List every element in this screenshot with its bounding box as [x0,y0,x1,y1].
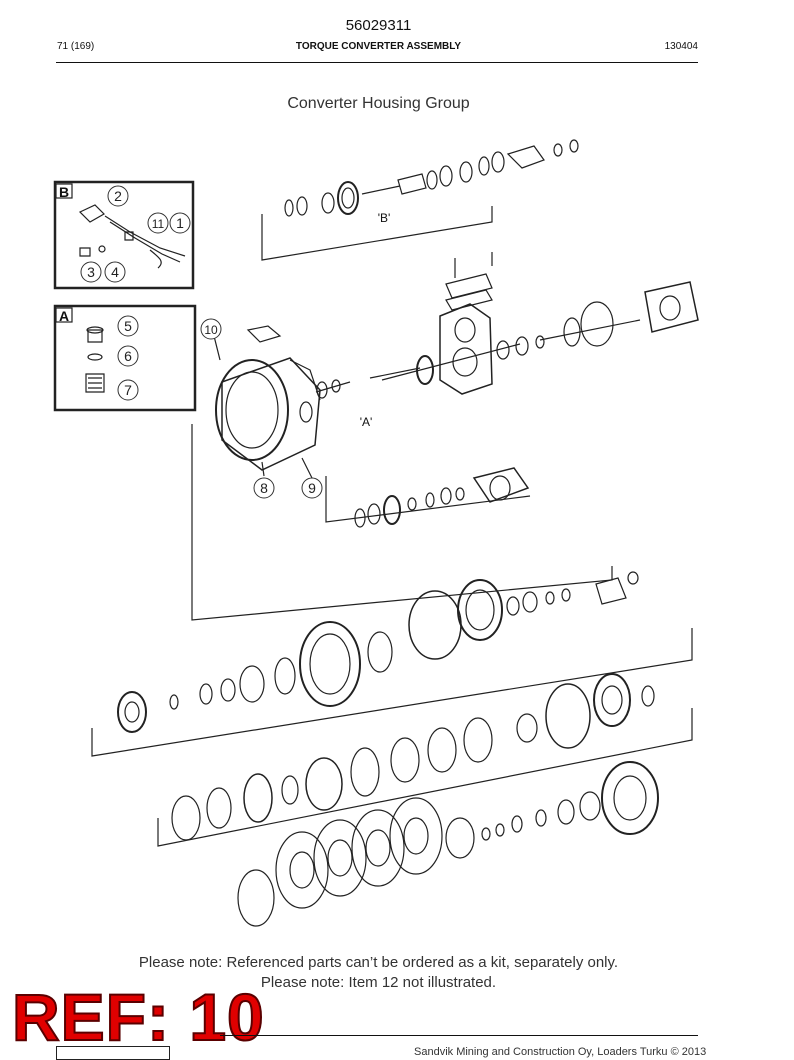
callout-circle-6 [117,345,139,367]
view-label-1: 'B' [378,211,391,225]
callout-label-3: 3 [87,264,95,280]
callout-label-6: 6 [124,348,132,364]
callout-circle-9 [301,477,323,499]
figure-title: Converter Housing Group [287,95,470,112]
callout-circle-5 [117,315,139,337]
callout-circle-11 [147,212,169,234]
callout-label-2: 2 [114,188,122,204]
callout-label-10: 10 [204,323,218,337]
callout-label-8: 8 [260,480,268,496]
callout-label-11: 11 [152,217,165,231]
footer-rule [220,1035,698,1036]
company-logo [56,1046,170,1060]
ordering-note: Please note: Referenced parts can’t be o… [138,954,619,971]
callout-label-5: 5 [124,318,132,334]
view-label-0: 'A' [360,415,373,429]
ref-stamp: REF: 10 [11,980,265,1054]
callout-circle-3 [80,261,102,283]
detail-box-b [53,180,195,290]
document-number: 56029311 [345,17,412,34]
callout-circle-1 [169,212,191,234]
section-title: TORQUE CONVERTER ASSEMBLY [295,41,462,52]
callout-circle-4 [104,261,126,283]
callout-circle-2 [107,185,129,207]
detail-letter-a: A [59,308,69,324]
detail-letter-b: B [59,184,69,200]
page-number: 71 (169) [57,41,95,52]
header-rule [56,62,698,63]
not-illustrated-note: Please note: Item 12 not illustrated. [260,974,497,991]
callout-label-9: 9 [308,480,316,496]
callout-label-7: 7 [124,382,132,398]
callout-label-4: 4 [111,264,119,280]
callout-circle-10 [200,318,222,340]
callout-circle-8 [253,477,275,499]
callout-circle-7 [117,379,139,401]
date-code: 130404 [664,41,698,52]
callout-label-1: 1 [176,215,184,231]
detail-box-a [53,304,197,412]
footer-copyright: Sandvik Mining and Construction Oy, Load… [414,1046,707,1058]
